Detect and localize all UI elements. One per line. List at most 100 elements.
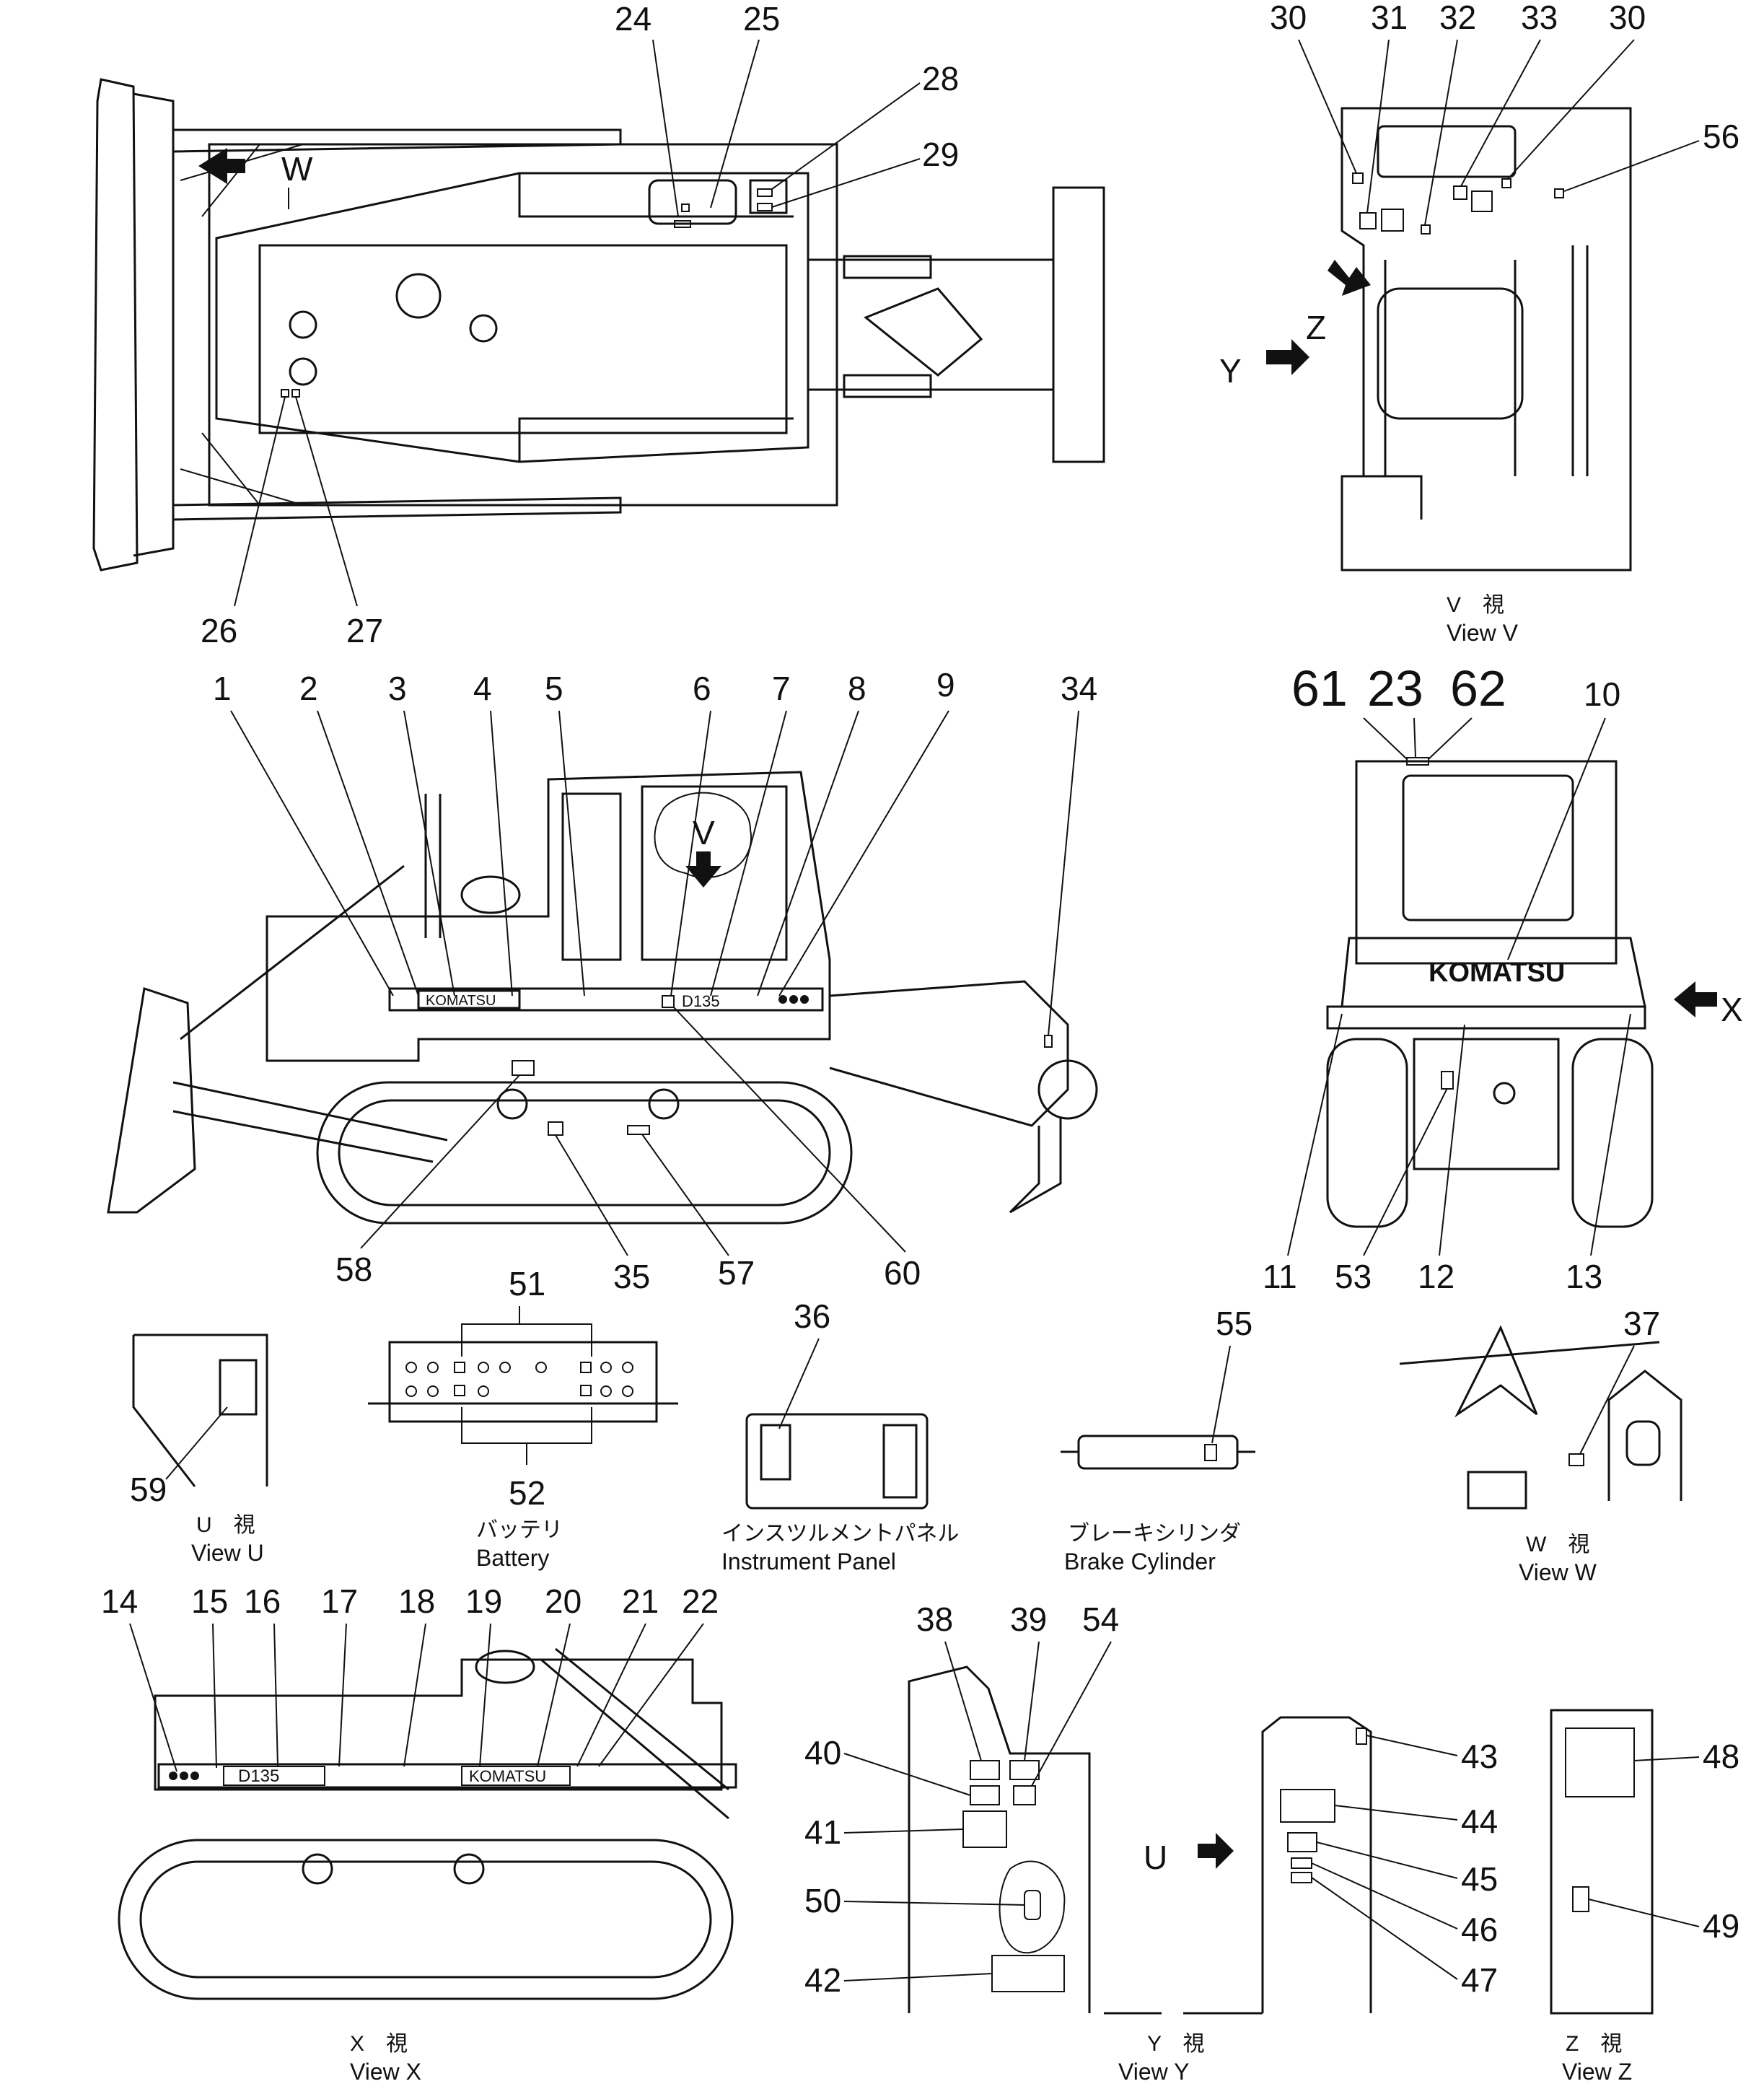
view-v-seat <box>1377 287 1524 420</box>
decal-35 <box>548 1121 563 1136</box>
view-u-leader <box>165 1406 228 1480</box>
callout-56: 56 <box>1703 118 1739 155</box>
rear-decal-komatsu: KOMATSU <box>1429 958 1565 988</box>
callout-20: 20 <box>545 1582 582 1620</box>
callout-39: 39 <box>1010 1600 1047 1638</box>
view-z-panel <box>1550 1709 1654 2015</box>
view-y2-leaders <box>1311 1735 1458 1980</box>
view-y-caption-en: View Y <box>1118 2059 1189 2085</box>
arrow-v-icon <box>685 851 721 888</box>
callout-46: 46 <box>1461 1911 1498 1948</box>
callout-4: 4 <box>473 670 492 707</box>
callout-51: 51 <box>509 1265 545 1302</box>
decal-59 <box>219 1359 258 1416</box>
roof-box <box>749 179 788 214</box>
callout-16: 16 <box>244 1582 281 1620</box>
decal-31 <box>1359 212 1377 229</box>
x-track <box>118 1839 734 2000</box>
arrow-w-label: W <box>281 150 313 188</box>
side-dot-2 <box>789 995 798 1004</box>
side-cab-cutout <box>654 792 752 879</box>
x-decal-model-text: D135 <box>238 1766 279 1786</box>
arrow-u-icon <box>1198 1833 1234 1869</box>
view-y-cutout <box>999 1860 1066 1954</box>
brake-cylinder-view: 55 ブレーキシリンダ Brake Cylinder <box>1061 1305 1255 1575</box>
decal-25 <box>681 203 690 212</box>
decal-44 <box>1280 1789 1335 1823</box>
callout-62: 62 <box>1450 660 1506 717</box>
instrument-panel-box <box>745 1413 929 1510</box>
instrument-panel-caption-en: Instrument Panel <box>721 1549 896 1575</box>
brake-cylinder-caption-en: Brake Cylinder <box>1064 1549 1216 1575</box>
decal-42 <box>991 1955 1065 1992</box>
callout-14: 14 <box>101 1582 138 1620</box>
x-decal-model <box>223 1766 325 1786</box>
body-frame <box>208 143 838 507</box>
side-leaders-bottom <box>360 1007 906 1256</box>
callout-45: 45 <box>1461 1860 1498 1898</box>
instrument-panel-caption-jp: インスツルメントパネル <box>721 1522 959 1546</box>
battery-box <box>388 1341 658 1423</box>
decal-24 <box>674 220 691 228</box>
arrow-v-label: V <box>693 814 715 851</box>
decal-45 <box>1287 1832 1317 1852</box>
arrow-x-label: X <box>1721 991 1743 1028</box>
rear-cab <box>1355 760 1618 965</box>
callout-31: 31 <box>1371 0 1408 36</box>
x-lift-cylinder <box>540 1647 729 1820</box>
view-z: 48 49 Z 視 View Z <box>1550 1709 1739 2085</box>
view-y-leaders-top <box>944 1641 1112 1787</box>
view-y-leaders-left <box>843 1753 1025 1981</box>
rear-leaders-top <box>1363 717 1606 960</box>
side-cab-window-1 <box>561 792 622 961</box>
callout-23: 23 <box>1367 660 1423 717</box>
view-w-window <box>1625 1420 1661 1466</box>
decal-27 <box>291 389 300 398</box>
view-v-window <box>1377 125 1517 178</box>
view-w: 37 W 視 View W <box>1399 1305 1682 1585</box>
callout-19: 19 <box>465 1582 502 1620</box>
callout-57: 57 <box>718 1254 755 1292</box>
side-ripper-shank <box>1009 1118 1062 1214</box>
view-w-tower <box>1607 1370 1682 1501</box>
decal-48 <box>1565 1727 1635 1797</box>
view-u-caption-en: View U <box>191 1540 264 1566</box>
view-y-caption-jp: Y 視 <box>1147 2032 1204 2056</box>
view-u-outline <box>132 1333 268 1487</box>
callout-35: 35 <box>613 1258 650 1295</box>
view-w-box <box>1467 1471 1527 1510</box>
view-y-second: U 43 44 45 46 47 <box>1144 1716 1498 2015</box>
callout-30b: 30 <box>1609 0 1646 36</box>
view-y: 38 39 54 40 41 50 42 Y 視 View Y <box>804 1600 1204 2085</box>
callout-47: 47 <box>1461 1961 1498 1999</box>
callout-22: 22 <box>682 1582 719 1620</box>
callout-54: 54 <box>1082 1600 1119 1638</box>
battery-caption-en: Battery <box>476 1545 549 1571</box>
callout-60: 60 <box>884 1254 921 1292</box>
x-decal-strip <box>157 1763 737 1789</box>
callout-2: 2 <box>299 670 318 707</box>
arrow-z-label: Z <box>1306 309 1326 346</box>
decal-29 <box>757 203 773 211</box>
arrow-x-icon <box>1674 981 1717 1017</box>
decal-58 <box>512 1060 535 1076</box>
side-cab-window-2 <box>641 785 788 961</box>
callout-40: 40 <box>804 1734 841 1772</box>
side-ripper-frame <box>829 980 1069 1127</box>
callout-29: 29 <box>922 136 959 173</box>
decal-43 <box>1356 1727 1367 1745</box>
callout-24: 24 <box>615 0 651 38</box>
side-decal-komatsu-text: KOMATSU <box>426 993 496 1009</box>
callout-53: 53 <box>1335 1258 1372 1295</box>
decal-53 <box>1441 1071 1454 1090</box>
callout-52: 52 <box>509 1474 545 1512</box>
view-v-caption-en: View V <box>1447 620 1519 646</box>
side-decal-strip <box>388 987 824 1012</box>
x-decal-komatsu <box>461 1766 571 1786</box>
view-x-caption-jp: X 視 <box>350 2032 408 2056</box>
decal-49 <box>1572 1886 1589 1912</box>
hole-1 <box>289 310 317 339</box>
x-cap <box>475 1650 535 1684</box>
decal-55 <box>1204 1444 1217 1461</box>
